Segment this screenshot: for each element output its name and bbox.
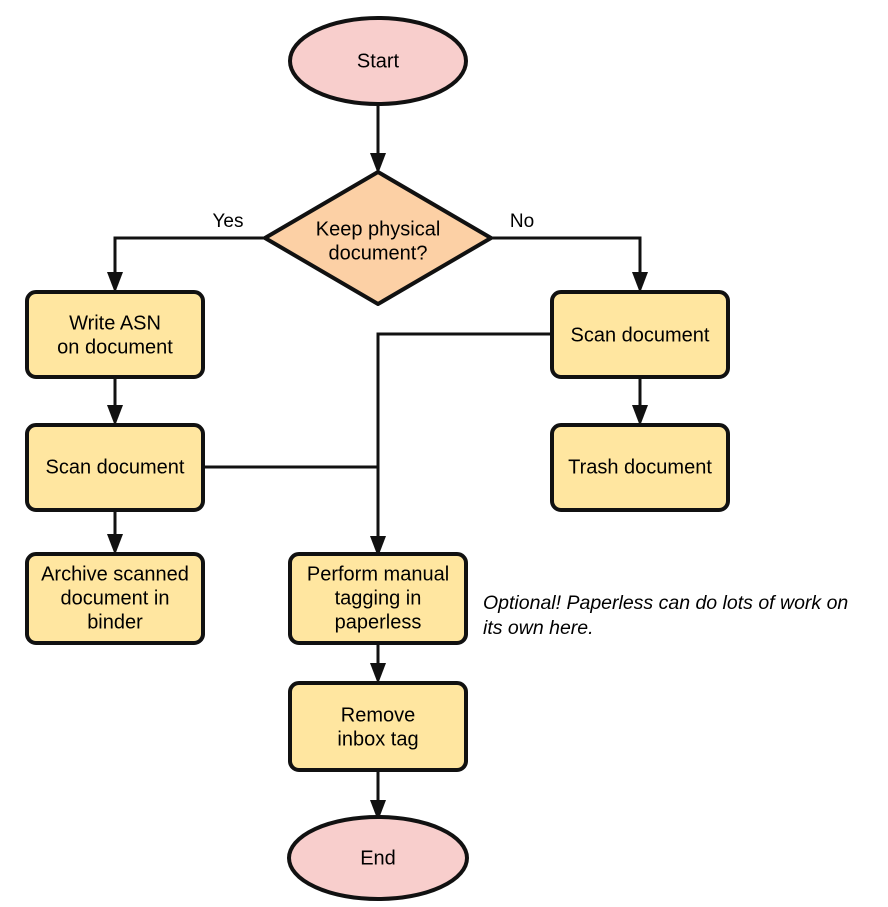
- tagging-label-line1: Perform manual: [307, 563, 449, 585]
- node-end[interactable]: End: [287, 815, 469, 901]
- remove-inbox-label-line1: Remove: [341, 704, 415, 726]
- edge-label-yes: Yes: [213, 211, 244, 232]
- node-trash-document[interactable]: Trash document: [550, 423, 730, 512]
- remove-inbox-box-shape: [288, 681, 468, 772]
- annotation-line2: its own here.: [483, 617, 594, 639]
- edge-line: [113, 236, 265, 283]
- scan-right-label: Scan document: [571, 324, 710, 346]
- edge-label-no: No: [510, 211, 534, 232]
- node-scan-document-left[interactable]: Scan document: [25, 423, 205, 512]
- write-asn-label-line2: on document: [57, 336, 173, 358]
- arrowhead-icon: [370, 800, 386, 821]
- node-write-asn-on-document[interactable]: Write ASN on document: [25, 290, 205, 379]
- archive-label-line1: Archive scanned: [41, 563, 189, 585]
- edge-decision-no-to-scan-right: [491, 236, 648, 293]
- write-asn-label-line1: Write ASN: [69, 312, 161, 334]
- trash-box-shape: [550, 423, 730, 512]
- node-remove-inbox-tag[interactable]: Remove inbox tag: [288, 681, 468, 772]
- arrowhead-icon: [370, 663, 386, 684]
- annotation-optional-note: Optional! Paperless can do lots of work …: [483, 592, 848, 639]
- arrowhead-icon: [107, 272, 123, 293]
- trash-label: Trash document: [568, 456, 712, 478]
- edge-scan-right-to-tagging: [370, 332, 551, 557]
- node-archive-scanned-document[interactable]: Archive scanned document in binder: [25, 552, 205, 645]
- archive-label-line2: document in: [61, 587, 170, 609]
- end-ellipse-shape: [287, 815, 469, 901]
- arrowhead-icon: [370, 153, 386, 174]
- node-decision-keep-physical-document[interactable]: Keep physical document?: [263, 170, 493, 306]
- decision-label-line1: Keep physical: [316, 218, 441, 240]
- archive-box-shape: [25, 552, 205, 645]
- node-perform-manual-tagging[interactable]: Perform manual tagging in paperless: [288, 552, 468, 645]
- decision-label-line2: document?: [329, 242, 428, 264]
- arrowhead-icon: [107, 534, 123, 555]
- edge-scan-left-to-archive: [107, 510, 123, 555]
- edge-start-to-decision: [370, 104, 386, 174]
- arrowhead-icon: [370, 536, 386, 557]
- scan-left-box-shape: [25, 423, 205, 512]
- decision-diamond-shape: [263, 170, 493, 306]
- tagging-box-shape: [288, 552, 468, 645]
- tagging-label-line3: paperless: [335, 611, 422, 633]
- node-scan-document-right[interactable]: Scan document: [550, 290, 730, 379]
- scan-left-label: Scan document: [46, 456, 185, 478]
- scan-right-box-shape: [550, 290, 730, 379]
- arrowhead-icon: [107, 405, 123, 426]
- remove-inbox-label-line2: inbox tag: [337, 728, 418, 750]
- edge-decision-yes-to-write-asn: [107, 236, 265, 293]
- edge-tagging-to-remove-inbox: [370, 643, 386, 684]
- end-label: End: [360, 847, 396, 869]
- archive-label-line3: binder: [87, 611, 143, 633]
- edge-scan-right-to-trash: [632, 378, 648, 426]
- start-ellipse-shape: [288, 16, 468, 106]
- start-label: Start: [357, 50, 400, 72]
- tagging-label-line2: tagging in: [335, 587, 422, 609]
- arrowhead-icon: [632, 405, 648, 426]
- annotation-line1: Optional! Paperless can do lots of work …: [483, 592, 848, 614]
- arrowhead-icon: [632, 272, 648, 293]
- edge-remove-inbox-to-end: [370, 770, 386, 821]
- edge-write-asn-to-scan-left: [107, 378, 123, 426]
- edge-line: [491, 236, 642, 283]
- edge-line: [376, 332, 551, 546]
- write-asn-box-shape: [25, 290, 205, 379]
- node-start[interactable]: Start: [288, 16, 468, 106]
